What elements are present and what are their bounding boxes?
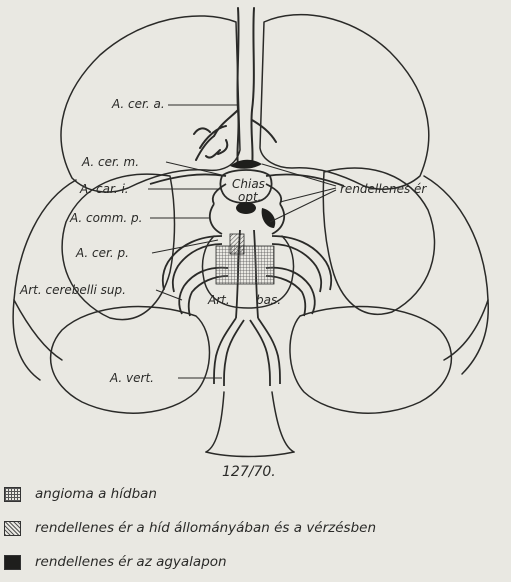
left-cerebellum	[51, 307, 210, 414]
label-chias: Chias	[232, 177, 265, 191]
legend-item-base-vessel: rendellenes ér az agyalapon	[4, 552, 227, 572]
a-cer-a-right	[251, 8, 254, 166]
right-frontal-lobe	[260, 15, 429, 190]
legend-item-pons-vessel: rendellenes ér a híd állományában és a v…	[4, 518, 376, 538]
label-a-cer-a: A. cer. a.	[111, 97, 165, 111]
label-rendellenes-er: rendellenes ér	[340, 182, 427, 196]
legend-text: rendellenes ér a híd állományában és a v…	[35, 520, 376, 536]
a-cer-a-left	[237, 8, 238, 166]
label-bas: bas.	[256, 293, 281, 307]
medulla	[206, 392, 294, 452]
abnormal-vessel-base-2	[262, 208, 276, 228]
label-a-cer-m: A. cer. m.	[81, 155, 139, 169]
a-cer-m-left	[150, 174, 226, 184]
abnormal-vessel-pons-region	[230, 234, 244, 254]
black-swatch-icon	[4, 555, 21, 570]
legend-item-angioma: angioma a hídban	[4, 484, 157, 504]
right-cerebellum	[290, 307, 451, 414]
label-art: Art.	[207, 293, 230, 307]
label-a-comm-p: A. comm. p.	[69, 211, 142, 225]
grid-swatch-icon	[4, 487, 21, 502]
left-hemisphere-outline	[13, 180, 76, 380]
label-a-cer-p: A. cer. p.	[75, 246, 129, 260]
figure-number: 127/70.	[222, 464, 276, 480]
legend-text: angioma a hídban	[35, 486, 157, 502]
hatch-swatch-icon	[4, 521, 21, 536]
a-cer-m-right	[266, 174, 344, 186]
label-opt: opt.	[238, 190, 261, 204]
a-comm-p-left	[210, 204, 222, 234]
right-hemisphere-outline	[424, 176, 488, 374]
label-art-cerebelli-sup: Art. cerebelli sup.	[19, 283, 126, 297]
legend-text: rendellenes ér az agyalapon	[35, 554, 227, 570]
label-a-vert: A. vert.	[109, 371, 154, 385]
label-a-car-i: A. car. i.	[79, 182, 129, 196]
angioma-pons-region	[216, 246, 274, 284]
